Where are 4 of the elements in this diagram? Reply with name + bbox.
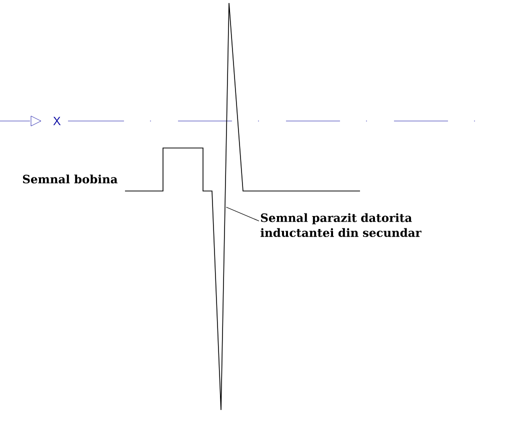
annotation-text: Semnal parazit datorita inductantei din secundar [260,213,422,237]
axis-label: X [53,116,61,126]
leader-line [226,206,260,222]
signal-waveform [124,2,360,410]
